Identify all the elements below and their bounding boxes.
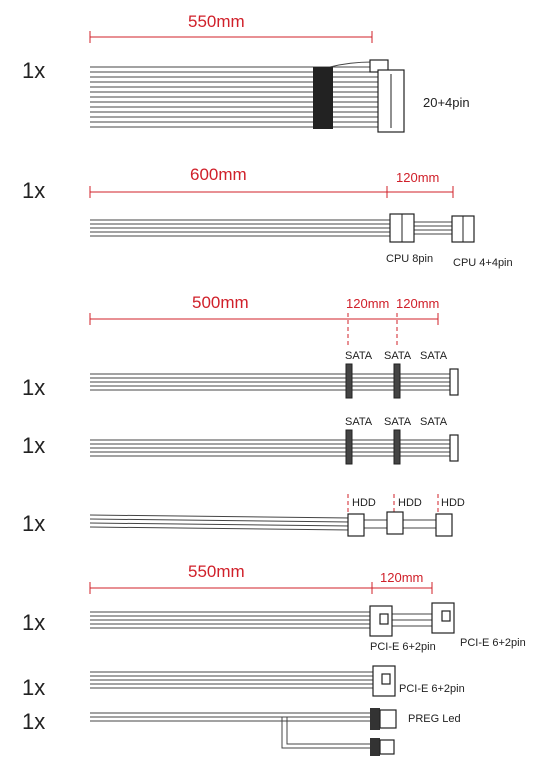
quantity-label: 1x <box>22 58 45 83</box>
cable-preg-led: 1x PREG Led <box>22 708 461 756</box>
quantity-label: 1x <box>22 178 45 203</box>
connector-label: CPU 4+4pin <box>453 257 513 269</box>
extension-length-label: 120mm <box>380 570 423 585</box>
sata-connector <box>449 368 459 396</box>
connector-label: SATA <box>420 416 448 428</box>
connector-label: HDD <box>352 497 376 509</box>
wire-bundle <box>90 611 434 629</box>
extension-length-label: 120mm <box>346 296 389 311</box>
cable-cpu: 1x 600mm 120mm CPU 8pin CPU 4+4pin <box>22 165 513 269</box>
connector-label: CPU 8pin <box>386 253 433 265</box>
sata-connector <box>393 429 401 465</box>
wire-bundle <box>90 61 378 128</box>
extension-length-label: 120mm <box>396 296 439 311</box>
length-label: 500mm <box>192 293 249 312</box>
connector-label: PREG Led <box>408 713 461 725</box>
quantity-label: 1x <box>22 675 45 700</box>
cable-hdd: 1x HDD HDD HDD <box>22 494 465 537</box>
connector-label: SATA <box>420 350 448 362</box>
quantity-label: 1x <box>22 610 45 635</box>
wire-bundle <box>90 671 375 689</box>
quantity-label: 1x <box>22 709 45 734</box>
cable-sata-1: 1x SATA SATA SATA <box>22 350 459 400</box>
molex-connector <box>386 511 404 535</box>
connector-label: SATA <box>345 416 373 428</box>
led-connector <box>370 738 380 756</box>
connector-label: HDD <box>398 497 422 509</box>
extension-length-label: 120mm <box>396 170 439 185</box>
cable-sleeve <box>313 67 333 129</box>
connector-label: SATA <box>384 416 412 428</box>
length-label: 550mm <box>188 12 245 31</box>
wire-bundle <box>89 514 440 531</box>
sata-connector <box>345 363 353 399</box>
sata-dimensions: 500mm 120mm 120mm <box>89 293 439 346</box>
quantity-label: 1x <box>22 433 45 458</box>
length-label: 550mm <box>188 562 245 581</box>
molex-connector <box>435 513 453 537</box>
cable-sata-2: 1x SATA SATA SATA <box>22 416 459 465</box>
cable-atx-24pin: 1x 550mm 20+4pin <box>22 12 470 133</box>
connector-label: HDD <box>441 497 465 509</box>
molex-connector <box>347 513 365 537</box>
connector-label: SATA <box>384 350 412 362</box>
connector-label: PCI-E 6+2pin <box>370 641 436 653</box>
sata-connector <box>345 429 353 465</box>
quantity-label: 1x <box>22 375 45 400</box>
led-connector <box>370 708 380 730</box>
connector-label: SATA <box>345 350 373 362</box>
connector-label: PCI-E 6+2pin <box>460 637 526 649</box>
length-label: 600mm <box>190 165 247 184</box>
connector-label: PCI-E 6+2pin <box>399 683 465 695</box>
cable-pcie-single: 1x PCI-E 6+2pin <box>22 665 465 700</box>
wire-bundle <box>90 712 372 749</box>
sata-connector <box>393 363 401 399</box>
wire-bundle <box>90 219 455 237</box>
connector-label: 20+4pin <box>423 95 470 110</box>
sata-connector <box>449 434 459 462</box>
cable-pcie-dual: 1x 550mm 120mm PCI-E 6+2pin PCI-E 6+2pin <box>22 562 526 653</box>
quantity-label: 1x <box>22 511 45 536</box>
